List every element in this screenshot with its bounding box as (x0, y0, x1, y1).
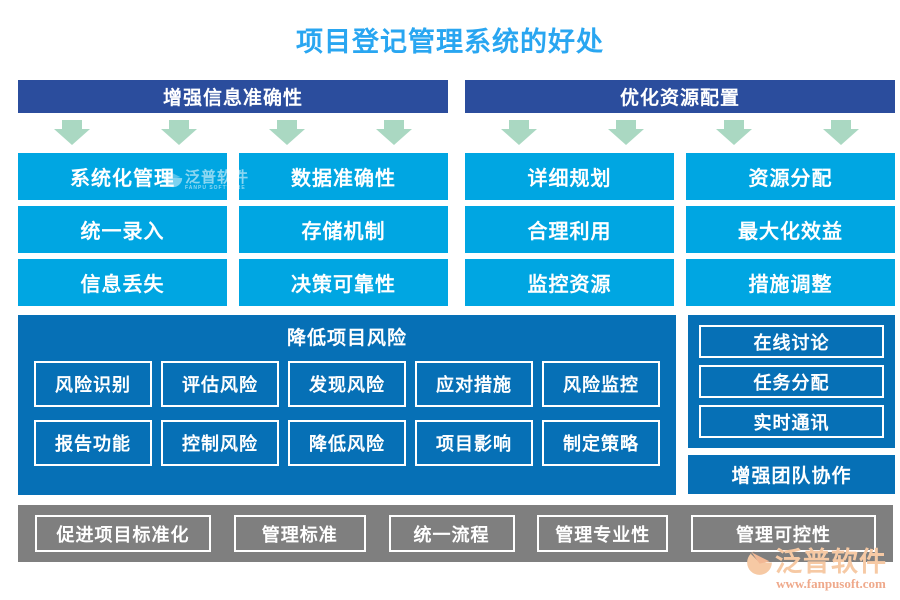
down-arrow-icon (268, 120, 305, 145)
fanpu-url-text: www.fanpusoft.com (776, 576, 886, 591)
risk-box: 控制风险 (161, 420, 279, 466)
standard-box: 管理可控性 (691, 515, 876, 552)
benefit-box: 数据准确性 (239, 153, 448, 200)
box-grid-right: 详细规划 资源分配 合理利用 最大化效益 监控资源 措施调整 (465, 153, 895, 306)
standard-box: 管理专业性 (537, 515, 669, 552)
risk-box: 报告功能 (34, 420, 152, 466)
benefit-box: 监控资源 (465, 259, 674, 306)
risk-box: 风险识别 (34, 361, 152, 407)
risk-box: 制定策略 (542, 420, 660, 466)
down-arrow-icon (715, 120, 752, 145)
down-arrow-icon (376, 120, 413, 145)
down-arrow-icon (608, 120, 645, 145)
standard-box: 统一流程 (388, 515, 515, 552)
collab-box: 实时通讯 (699, 405, 884, 438)
benefit-box: 统一录入 (18, 206, 227, 253)
risk-panel-title: 降低项目风险 (286, 328, 407, 349)
page-title: 项目登记管理系统的好处 (296, 27, 604, 57)
standard-box: 促进项目标准化 (35, 515, 211, 552)
risk-row-1: 风险识别 评估风险 发现风险 应对措施 风险监控 (18, 361, 676, 407)
arrow-row-left (18, 120, 448, 151)
group-header-info-accuracy: 增强信息准确性 (18, 80, 448, 113)
benefit-box: 资源分配 (686, 153, 895, 200)
benefit-box: 系统化管理 (18, 153, 227, 200)
collab-panel: 在线讨论 任务分配 实时通讯 (688, 315, 895, 448)
risk-panel: 降低项目风险 风险识别 评估风险 发现风险 应对措施 风险监控 报告功能 控制风… (18, 315, 676, 495)
collab-box: 任务分配 (699, 365, 884, 398)
risk-row-2: 报告功能 控制风险 降低风险 项目影响 制定策略 (18, 420, 676, 466)
down-arrow-icon (500, 120, 537, 145)
benefit-box: 详细规划 (465, 153, 674, 200)
risk-box: 风险监控 (542, 361, 660, 407)
risk-box: 发现风险 (288, 361, 406, 407)
risk-box: 评估风险 (161, 361, 279, 407)
collab-box: 在线讨论 (699, 325, 884, 358)
collab-footer-box: 增强团队协作 (688, 455, 895, 494)
arrow-row-right (465, 120, 895, 151)
group-info-accuracy: 增强信息准确性 系统化管理 数据准确性 统一录入 存储机制 信息丢失 决策可靠性 (18, 80, 448, 306)
risk-box: 项目影响 (415, 420, 533, 466)
standardization-bar: 促进项目标准化 管理标准 统一流程 管理专业性 管理可控性 (18, 505, 893, 562)
down-arrow-icon (161, 120, 198, 145)
down-arrow-icon (53, 120, 90, 145)
group-header-resource-optimize: 优化资源配置 (465, 80, 895, 113)
benefit-box: 措施调整 (686, 259, 895, 306)
benefit-box: 合理利用 (465, 206, 674, 253)
benefit-box: 决策可靠性 (239, 259, 448, 306)
benefit-box: 存储机制 (239, 206, 448, 253)
benefit-box: 最大化效益 (686, 206, 895, 253)
group-resource-optimize: 优化资源配置 详细规划 资源分配 合理利用 最大化效益 监控资源 措施调整 (465, 80, 895, 306)
risk-box: 降低风险 (288, 420, 406, 466)
standard-box: 管理标准 (233, 515, 366, 552)
down-arrow-icon (823, 120, 860, 145)
box-grid-left: 系统化管理 数据准确性 统一录入 存储机制 信息丢失 决策可靠性 (18, 153, 448, 306)
risk-box: 应对措施 (415, 361, 533, 407)
benefit-box: 信息丢失 (18, 259, 227, 306)
